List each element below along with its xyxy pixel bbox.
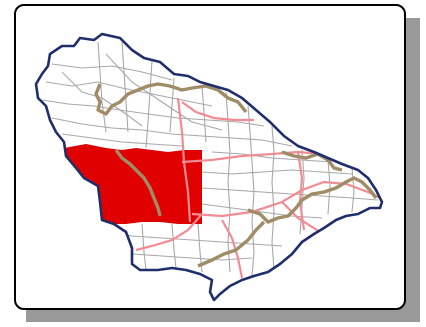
highlighted-district <box>64 144 202 224</box>
city-boundary <box>34 32 384 302</box>
trail-layer <box>94 82 378 268</box>
map-canvas <box>34 32 384 302</box>
map-frame <box>14 4 406 310</box>
